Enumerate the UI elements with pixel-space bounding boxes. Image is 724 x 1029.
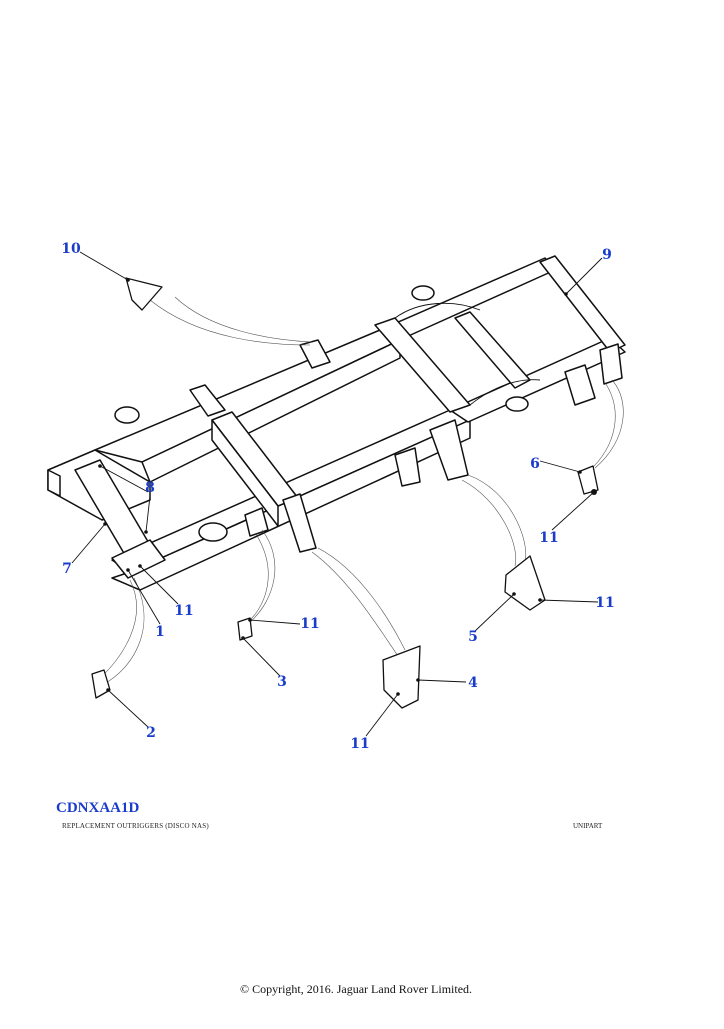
supplier-label: UNIPART xyxy=(573,822,603,830)
callout-11-c[interactable]: 11 xyxy=(350,736,370,752)
chassis-frame xyxy=(47,255,626,591)
copyright-notice: © Copyright, 2016. Jaguar Land Rover Lim… xyxy=(239,982,473,996)
part-3-outrigger xyxy=(237,617,253,641)
callout-4[interactable]: 4 xyxy=(468,675,478,691)
callout-1[interactable]: 1 xyxy=(155,624,165,640)
callout-11-a[interactable]: 11 xyxy=(174,603,194,619)
part-6-outrigger xyxy=(577,465,599,495)
callout-8[interactable]: 8 xyxy=(145,480,155,496)
loose-parts xyxy=(91,277,599,709)
part-4-outrigger xyxy=(382,645,421,709)
callout-7[interactable]: 7 xyxy=(62,561,72,577)
leader-lines xyxy=(71,251,603,737)
callout-6[interactable]: 6 xyxy=(530,456,540,472)
callout-11-e[interactable]: 11 xyxy=(539,530,559,546)
part-5-outrigger xyxy=(504,555,546,611)
assembly-phantom-lines xyxy=(97,296,624,685)
callout-11-b[interactable]: 11 xyxy=(300,616,320,632)
part-2-outrigger xyxy=(91,669,111,699)
callout-11-d[interactable]: 11 xyxy=(595,595,615,611)
callout-2[interactable]: 2 xyxy=(146,725,156,741)
callout-9[interactable]: 9 xyxy=(602,247,612,263)
callout-3[interactable]: 3 xyxy=(277,674,287,690)
diagram-code: CDNXAA1D xyxy=(56,800,140,816)
diagram-description: REPLACEMENT OUTRIGGERS (DISCO NAS) xyxy=(62,822,209,830)
callout-5[interactable]: 5 xyxy=(468,629,478,645)
part-10-bracket xyxy=(125,277,163,311)
callout-10[interactable]: 10 xyxy=(61,241,81,257)
